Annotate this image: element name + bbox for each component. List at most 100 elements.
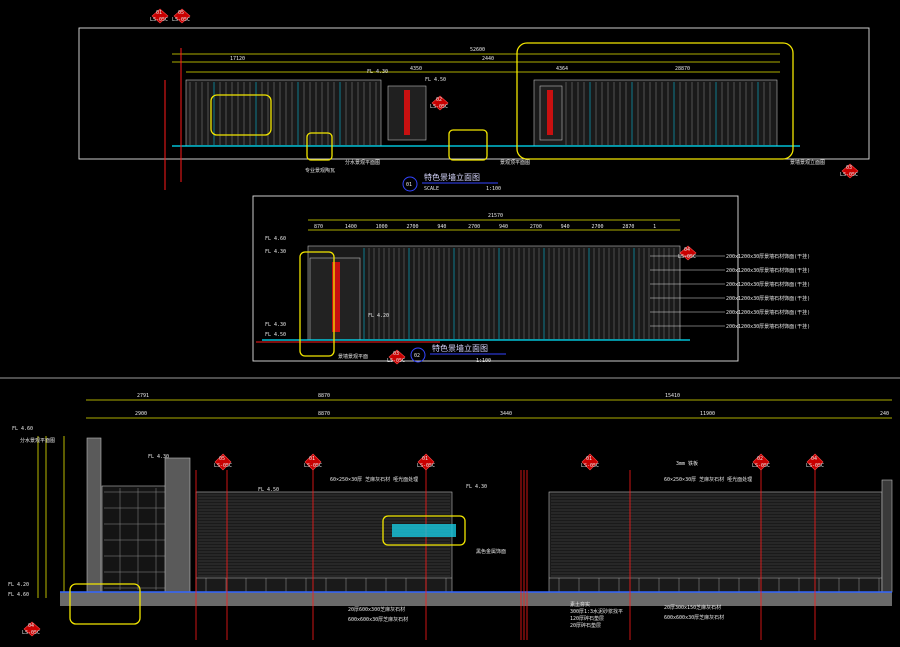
panel-2-elev-2: FL 4.30 (265, 249, 286, 255)
panel-1-red-feature-2 (547, 90, 553, 135)
panel-3-callouts: 05LS-05C01LS-05C01LS-05C01LS-05C02LS-05C… (214, 453, 824, 471)
panel-1-dim-3: 4350 (410, 66, 422, 72)
panel-3-wall-2 (548, 491, 883, 593)
panel-3-note-bottom-5: 素土夯实 (570, 601, 590, 608)
panel-1-scale-label: SCALE (424, 186, 439, 192)
callout-number: 05 (219, 456, 225, 462)
panel-3-section: 2791 8870 15410 2900 8870 3440 11900 240 (8, 393, 893, 640)
panel-1-callout-2: 05 LS-05C (172, 8, 191, 24)
panel-3-top-dim-1: 2791 (137, 393, 149, 399)
svg-text:LS-05C: LS-05C (678, 254, 696, 260)
panel-3-sub-dim-5: 240 (880, 411, 889, 417)
panel-3-elev-3: FL 4.50 (258, 487, 279, 493)
panel-2-callout-1: 04 LS-05C (678, 245, 697, 261)
panel-3-wall-1 (195, 491, 453, 593)
panel-1-total-dim: 52600 (470, 47, 485, 53)
panel-1-dim-5: 28870 (675, 66, 690, 72)
panel-3-note-bottom-8: 20厚碎石垫层 (570, 622, 601, 629)
panel-1-frame (78, 27, 870, 160)
panel-2-dim-12: 1 (653, 224, 656, 230)
panel-3-sub-dim-3: 3440 (500, 411, 512, 417)
panel-3-note-top-3: 3mm 铁板 (676, 460, 698, 467)
callout-sheet: LS-05C (417, 463, 435, 469)
panel-1-dim-4: 4364 (556, 66, 568, 72)
panel-2-dim-5: 940 (437, 224, 446, 230)
panel-1-title: 特色景墙立面图 (424, 172, 480, 182)
panel-2-title: 特色景墙立面图 (432, 343, 488, 353)
callout-sheet: LS-05C (304, 463, 322, 469)
panel-3-leaders (195, 470, 816, 640)
panel-1-number-circle (402, 176, 418, 192)
panel-3-note-top-2: 60×250×30厚 芝麻灰石材 哑光面处理 (664, 476, 752, 483)
panel-2-bottom-note: 景墙景观平面 (338, 353, 368, 360)
svg-text:LS-05C: LS-05C (172, 17, 190, 23)
callout-number: 01 (586, 456, 592, 462)
panel-1-callout-1: 01 LS-05C (150, 8, 169, 24)
callout-sheet: LS-05C (581, 463, 599, 469)
svg-text:LS-05C: LS-05C (387, 358, 405, 364)
svg-text:05: 05 (178, 10, 184, 16)
svg-text:03: 03 (393, 351, 399, 357)
panel-3-left-note: 分水景观平面图 (20, 437, 55, 444)
panel-3-note-top-1: 60×250×30厚 芝麻灰石材 哑光面处理 (330, 476, 418, 483)
panel-1-elev-2: FL 4.50 (425, 77, 446, 83)
panel-3-bottom-notes: 20厚600x300芝麻灰石材600x600x30厚芝麻灰石材20厚300x15… (348, 601, 724, 629)
panel-2-dim-1: 870 (314, 224, 323, 230)
panel-3-ground-fill (60, 592, 892, 606)
panel-3-left-pillar (86, 437, 102, 593)
panel-3-top-dim-2: 8870 (318, 393, 330, 399)
panel-3-note-bottom-3: 20厚300x150芝麻灰石材 (664, 604, 721, 611)
panel-1-highlight-1 (210, 94, 272, 136)
panel-1-note-4: 景墙景观立面图 (790, 159, 825, 166)
callout-sheet: LS-05C (214, 463, 232, 469)
panel-1-elevation: 52600 17120 2440 4350 4364 28870 FL 4.30… (78, 8, 870, 192)
panel-3-callout-bottom-left: 04 LS-05C (22, 621, 41, 637)
panel-1-dim-2: 2440 (482, 56, 494, 62)
panel-2-total-dim: 21570 (488, 213, 503, 219)
panel-2-note-1: 200x1200x30厚景墙石材饰面(干挂) (726, 253, 810, 260)
panel-2-highlight (299, 251, 335, 357)
panel-2-elev-3: FL 4.30 (265, 322, 286, 328)
panel-2-right-notes: 200x1200x30厚景墙石材饰面(干挂) 200x1200x30厚景墙石材饰面… (650, 253, 810, 330)
svg-text:04: 04 (684, 247, 690, 253)
panel-2-note-5: 200x1200x30厚景墙石材饰面(干挂) (726, 309, 810, 316)
panel-3-elev-6: FL 4.30 (466, 484, 487, 490)
panel-2-scale-value: 1:100 (476, 358, 491, 364)
panel-1-highlight-2 (306, 132, 333, 161)
panel-2-dim-9: 940 (561, 224, 570, 230)
panel-1-note-1: 专业景观陶瓦 (305, 167, 335, 174)
panel-2-note-4: 200x1200x30厚景墙石材饰面(干挂) (726, 295, 810, 302)
panel-1-right-wall-stones (565, 82, 771, 145)
panel-1-highlight-3 (448, 129, 488, 161)
panel-3-wall-1-brick (196, 494, 452, 592)
panel-2-dim-3: 1000 (376, 224, 388, 230)
panel-3-sub-dim-1: 2900 (135, 411, 147, 417)
panel-3-elev-4: FL 4.20 (8, 582, 29, 588)
panel-3-elev-2: FL 4.30 (148, 454, 169, 460)
callout-number: 02 (757, 456, 763, 462)
panel-3-top-dim-3: 15410 (665, 393, 680, 399)
panel-3-sub-dim-4: 11900 (700, 411, 715, 417)
panel-3-wall-2-brick (549, 494, 882, 592)
svg-text:02: 02 (436, 97, 442, 103)
panel-1-number: 01 (406, 182, 412, 188)
panel-3-sub-dim-2: 8870 (318, 411, 330, 417)
svg-text:LS-05C: LS-05C (150, 17, 168, 23)
svg-text:04: 04 (28, 623, 34, 629)
panel-2-elev-1: FL 4.60 (265, 236, 286, 242)
panel-2-dim-2: 1400 (345, 224, 357, 230)
panel-3-right-end (881, 479, 893, 593)
panel-2-dim-10: 2700 (592, 224, 604, 230)
panel-2-frame (252, 195, 739, 362)
svg-text:LS-05C: LS-05C (22, 630, 40, 636)
panel-3-side-note: 黑色金属饰面 (476, 548, 506, 555)
svg-text:03: 03 (846, 165, 852, 171)
